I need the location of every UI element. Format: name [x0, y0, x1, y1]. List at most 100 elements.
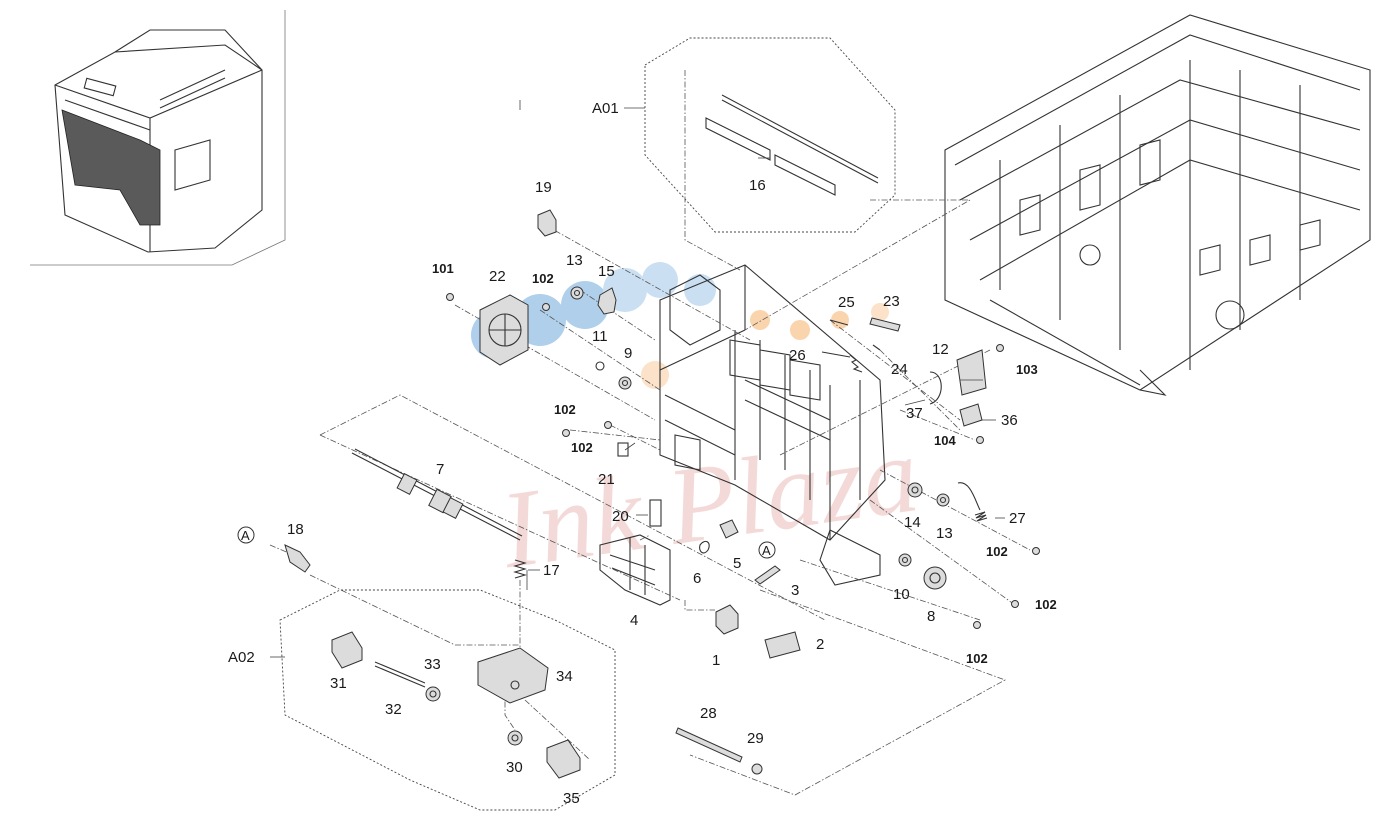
label-16: 16	[749, 177, 766, 194]
screw-101	[446, 293, 454, 301]
part-18	[284, 544, 311, 573]
label-5: 5	[733, 555, 741, 572]
label-14: 14	[904, 514, 921, 531]
label-19: 19	[535, 179, 552, 196]
label-20: 20	[612, 508, 629, 525]
screw-103	[996, 344, 1004, 352]
reference-marker-a-center: A	[758, 541, 776, 559]
part-13-lower	[936, 493, 950, 507]
part-2	[764, 631, 801, 659]
part-14	[907, 482, 923, 498]
label-24: 24	[891, 361, 908, 378]
label-33: 33	[424, 656, 441, 673]
label-102f: 102	[966, 651, 988, 666]
part-6	[699, 540, 710, 554]
label-32: 32	[385, 701, 402, 718]
part-37-harness	[929, 371, 942, 405]
part-29	[751, 763, 763, 775]
label-28: 28	[700, 705, 717, 722]
label-103: 103	[1016, 362, 1038, 377]
screw-102c	[604, 421, 612, 429]
part-30	[507, 730, 523, 746]
part-16-shaft	[705, 94, 879, 196]
screw-102b	[562, 429, 570, 437]
printer-thumbnail	[30, 10, 286, 266]
reference-marker-a-left: A	[237, 526, 255, 544]
label-23: 23	[883, 293, 900, 310]
part-13-upper	[570, 286, 584, 300]
part-20	[649, 499, 662, 527]
main-chassis	[659, 264, 886, 586]
label-A02: A02	[228, 649, 255, 666]
label-101: 101	[432, 261, 454, 276]
label-27: 27	[1009, 510, 1026, 527]
part-28-shaft	[675, 727, 743, 763]
part-labels: A01 A02 1 2 3 4 5 6 7 8 9 10 11 12 13 13…	[228, 100, 1057, 807]
label-15: 15	[598, 263, 615, 280]
label-102a: 102	[532, 271, 554, 286]
label-3: 3	[791, 582, 799, 599]
part-17-spring	[513, 559, 527, 579]
part-21	[617, 442, 629, 457]
part-32-shaft	[374, 661, 426, 688]
label-102e: 102	[1035, 597, 1057, 612]
label-26: 26	[789, 347, 806, 364]
part-35-roller	[546, 739, 581, 779]
label-18: 18	[287, 521, 304, 538]
svg-text:A: A	[241, 528, 250, 543]
label-17: 17	[543, 562, 560, 579]
part-9	[618, 376, 632, 390]
a01-group-boundary	[644, 37, 896, 233]
part-11	[595, 361, 605, 371]
label-1: 1	[712, 652, 720, 669]
label-31: 31	[330, 675, 347, 692]
screw-102f	[973, 621, 981, 629]
label-36: 36	[1001, 412, 1018, 429]
label-13-lower: 13	[936, 525, 953, 542]
label-leaders	[270, 100, 1005, 658]
label-11: 11	[592, 328, 608, 345]
label-6: 6	[693, 570, 701, 587]
a02-group-boundary	[279, 589, 616, 811]
part-34-holder	[477, 647, 549, 704]
part-4-guide	[599, 534, 671, 606]
screw-102e	[1011, 600, 1019, 608]
label-7: 7	[436, 461, 444, 478]
part-23	[869, 317, 901, 332]
part-5	[719, 519, 739, 539]
part-3	[754, 565, 781, 585]
label-A01: A01	[592, 100, 619, 117]
part-31-roller	[331, 631, 363, 669]
part-10	[898, 553, 912, 567]
label-37: 37	[906, 405, 923, 422]
label-4: 4	[630, 612, 638, 629]
label-2: 2	[816, 636, 824, 653]
label-102b: 102	[554, 402, 576, 417]
label-104: 104	[934, 433, 956, 448]
part-33	[425, 686, 441, 702]
label-25: 25	[838, 294, 855, 311]
part-26-spring	[821, 351, 863, 373]
label-21: 21	[598, 471, 615, 488]
part-24	[872, 344, 881, 351]
label-12: 12	[932, 341, 949, 358]
screw-102a	[542, 303, 550, 311]
label-8: 8	[927, 608, 935, 625]
label-30: 30	[506, 759, 523, 776]
label-35: 35	[563, 790, 580, 807]
part-7-roller	[351, 448, 523, 541]
assembly-leaders	[269, 70, 1031, 796]
label-102c: 102	[571, 440, 593, 455]
label-29: 29	[747, 730, 764, 747]
part-15	[597, 287, 617, 315]
screw-102d	[1032, 547, 1040, 555]
part-1	[715, 604, 739, 635]
part-25	[829, 319, 849, 326]
part-22-fan	[479, 294, 529, 366]
screw-104	[976, 436, 984, 444]
label-9: 9	[624, 345, 632, 362]
label-13-upper: 13	[566, 252, 583, 269]
label-22: 22	[489, 268, 506, 285]
printer-frame	[944, 14, 1371, 396]
